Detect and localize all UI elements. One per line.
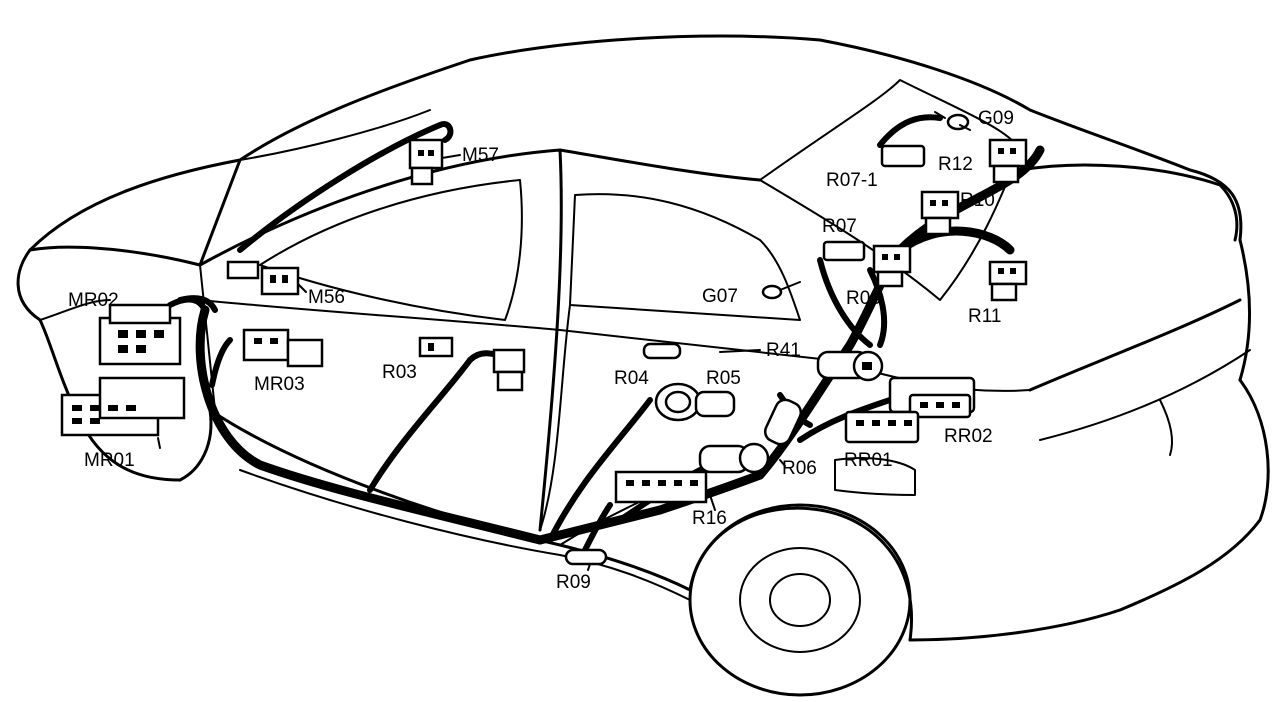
connector-g07[interactable] [761, 281, 801, 300]
label-r07: R07 [822, 216, 857, 237]
labels: M57 M56 MR02 MR01 MR03 R03 R04 R05 R41 G… [68, 108, 1014, 593]
connector-mr02[interactable] [98, 303, 182, 366]
front-door-window [259, 179, 523, 321]
connector-r12[interactable] [988, 138, 1028, 184]
label-rr02: RR02 [944, 426, 993, 447]
label-m57: M57 [462, 145, 499, 166]
connector-m56[interactable] [226, 260, 300, 296]
harness [167, 114, 1045, 563]
label-r07-1: R07-1 [826, 170, 878, 191]
connector-r10[interactable] [920, 190, 960, 236]
label-r11: R11 [968, 306, 1001, 327]
connector-r07[interactable] [822, 240, 866, 262]
label-r08: R08 [846, 288, 881, 309]
hood-line [28, 158, 242, 267]
connector-r08[interactable] [872, 244, 912, 288]
rear-wheel [688, 503, 913, 697]
connector-mr01[interactable] [60, 376, 186, 437]
label-r10: R10 [960, 190, 995, 211]
front-wheel-arch [178, 408, 213, 482]
connector-r05[interactable] [654, 382, 736, 422]
front-bumper [16, 248, 182, 482]
connector-r03[interactable] [418, 336, 526, 392]
rear-quarter [908, 378, 1270, 642]
label-mr02: MR02 [68, 290, 119, 311]
connector-mr03[interactable] [242, 328, 324, 368]
label-r05: R05 [706, 368, 741, 389]
connector-rr02[interactable] [888, 376, 976, 419]
connector-rr01[interactable] [844, 410, 920, 444]
label-m56: M56 [308, 287, 345, 308]
label-r03: R03 [382, 362, 417, 383]
trunk-lid [1028, 298, 1242, 392]
label-g07: G07 [702, 286, 738, 307]
rear-door-window [569, 193, 801, 321]
connector-m57[interactable] [408, 138, 444, 186]
label-mr03: MR03 [254, 374, 305, 395]
leader-lines [157, 124, 971, 571]
label-rr01: RR01 [844, 450, 893, 471]
label-r41: R41 [766, 340, 801, 361]
connector-r06[interactable] [698, 397, 804, 474]
car-body [16, 34, 1270, 697]
label-r06: R06 [782, 458, 817, 479]
connector-r07-1[interactable] [880, 144, 926, 168]
label-r09: R09 [556, 572, 591, 593]
label-r12: R12 [938, 154, 973, 175]
label-mr01: MR01 [84, 450, 135, 471]
label-r16: R16 [692, 508, 727, 529]
roof-line [28, 34, 1243, 252]
connector-r11[interactable] [988, 260, 1028, 302]
label-g09: G09 [978, 108, 1014, 129]
label-r04: R04 [614, 368, 649, 389]
connector-r16[interactable] [614, 470, 708, 504]
harness-sill [195, 305, 545, 545]
connector-r09[interactable] [564, 548, 608, 566]
connector-r41[interactable] [816, 350, 884, 382]
connector-r04[interactable] [642, 342, 682, 360]
